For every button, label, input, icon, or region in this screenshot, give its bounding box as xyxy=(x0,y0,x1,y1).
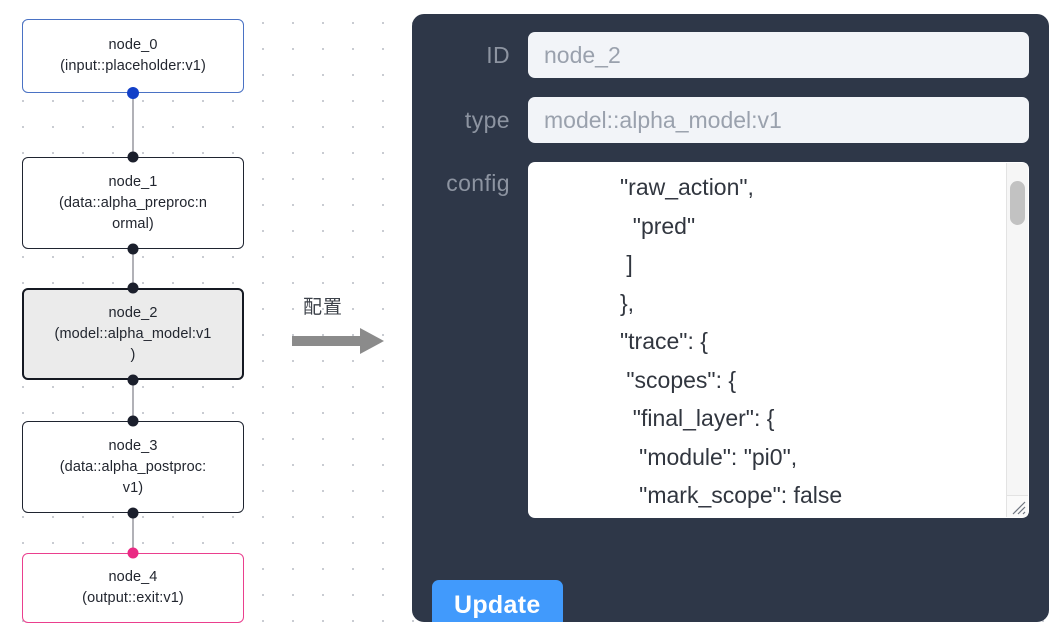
vertical-scrollbar[interactable] xyxy=(1006,163,1028,517)
node-label: node_4 (output::exit:v1) xyxy=(82,569,184,606)
node-label: node_3 (data::alpha_postproc: v1) xyxy=(59,437,207,496)
node_3-source-handle[interactable] xyxy=(127,507,139,519)
config-textarea-wrapper: "raw_action", "pred" ] }, "trace": { "sc… xyxy=(528,162,1029,518)
scrollbar-thumb[interactable] xyxy=(1010,181,1025,225)
node_2-source-handle[interactable] xyxy=(127,374,139,386)
node_1-source-handle[interactable] xyxy=(127,243,139,255)
config-textarea-content[interactable]: "raw_action", "pred" ] }, "trace": { "sc… xyxy=(620,174,843,508)
node_3-target-handle[interactable] xyxy=(127,415,139,427)
update-button[interactable]: Update xyxy=(432,580,563,622)
id-input[interactable] xyxy=(528,32,1029,78)
edge-node1-node2[interactable] xyxy=(132,249,134,288)
config-textarea[interactable]: "raw_action", "pred" ] }, "trace": { "sc… xyxy=(528,162,1029,518)
node-label: node_2 (model::alpha_model:v1 ) xyxy=(54,304,212,363)
type-form-row: type xyxy=(412,97,1029,143)
type-input[interactable] xyxy=(528,97,1029,143)
resize-grip-icon[interactable] xyxy=(1007,495,1028,517)
annotation-label: 配置 xyxy=(303,297,344,318)
graph-node-node_0[interactable]: node_0 (input::placeholder:v1) xyxy=(22,19,244,93)
graph-node-node_1[interactable]: node_1 (data::alpha_preproc:n ormal) xyxy=(22,157,244,249)
node_1-target-handle[interactable] xyxy=(127,151,139,163)
config-form-row: config "raw_action", "pred" ] }, "trace"… xyxy=(412,162,1029,518)
node-label: node_1 (data::alpha_preproc:n ormal) xyxy=(58,173,208,232)
right-arrow-icon xyxy=(292,326,402,361)
node_2-target-handle[interactable] xyxy=(127,282,139,294)
annotation-group: 配置 xyxy=(292,296,402,361)
graph-node-node_3[interactable]: node_3 (data::alpha_postproc: v1) xyxy=(22,421,244,513)
id-form-row: ID xyxy=(412,32,1029,78)
node-config-panel: ID type config "raw_action", "pred" ] },… xyxy=(412,14,1049,622)
type-field-label: type xyxy=(464,107,510,133)
node_0-source-handle[interactable] xyxy=(127,87,139,99)
node-label: node_0 (input::placeholder:v1) xyxy=(60,37,206,74)
node_4-target-handle[interactable] xyxy=(127,547,139,559)
config-field-label: config xyxy=(446,170,510,196)
graph-node-node_2[interactable]: node_2 (model::alpha_model:v1 ) xyxy=(22,288,244,380)
edge-node0-node1[interactable] xyxy=(132,93,134,157)
edge-node2-node3[interactable] xyxy=(132,380,134,421)
graph-node-node_4[interactable]: node_4 (output::exit:v1) xyxy=(22,553,244,623)
id-field-label: ID xyxy=(486,42,510,68)
edge-node3-node4[interactable] xyxy=(132,513,134,553)
